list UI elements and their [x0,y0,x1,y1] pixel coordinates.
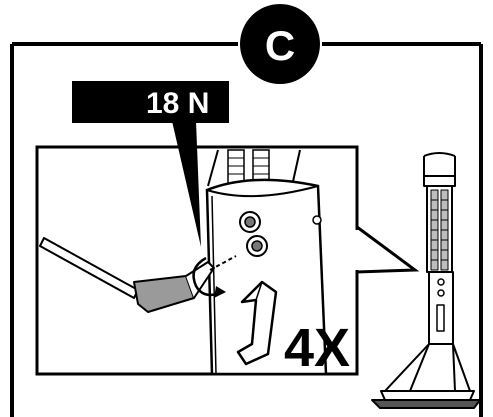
bracket-hook [236,280,278,366]
zoom-pointer [353,224,420,274]
rotation-arrow-icon [192,255,237,298]
stand-overview [371,152,481,409]
step-letter: C [265,22,295,69]
bolt-icon [239,211,268,257]
step-frame [10,42,483,417]
torque-callout: 18 N [72,81,229,247]
hex-key-icon [39,237,215,313]
torque-value: 18 N [146,87,209,120]
step-badge: C [240,4,320,84]
stand-column-detail [205,149,328,376]
quantity-label: 4X [284,318,350,378]
